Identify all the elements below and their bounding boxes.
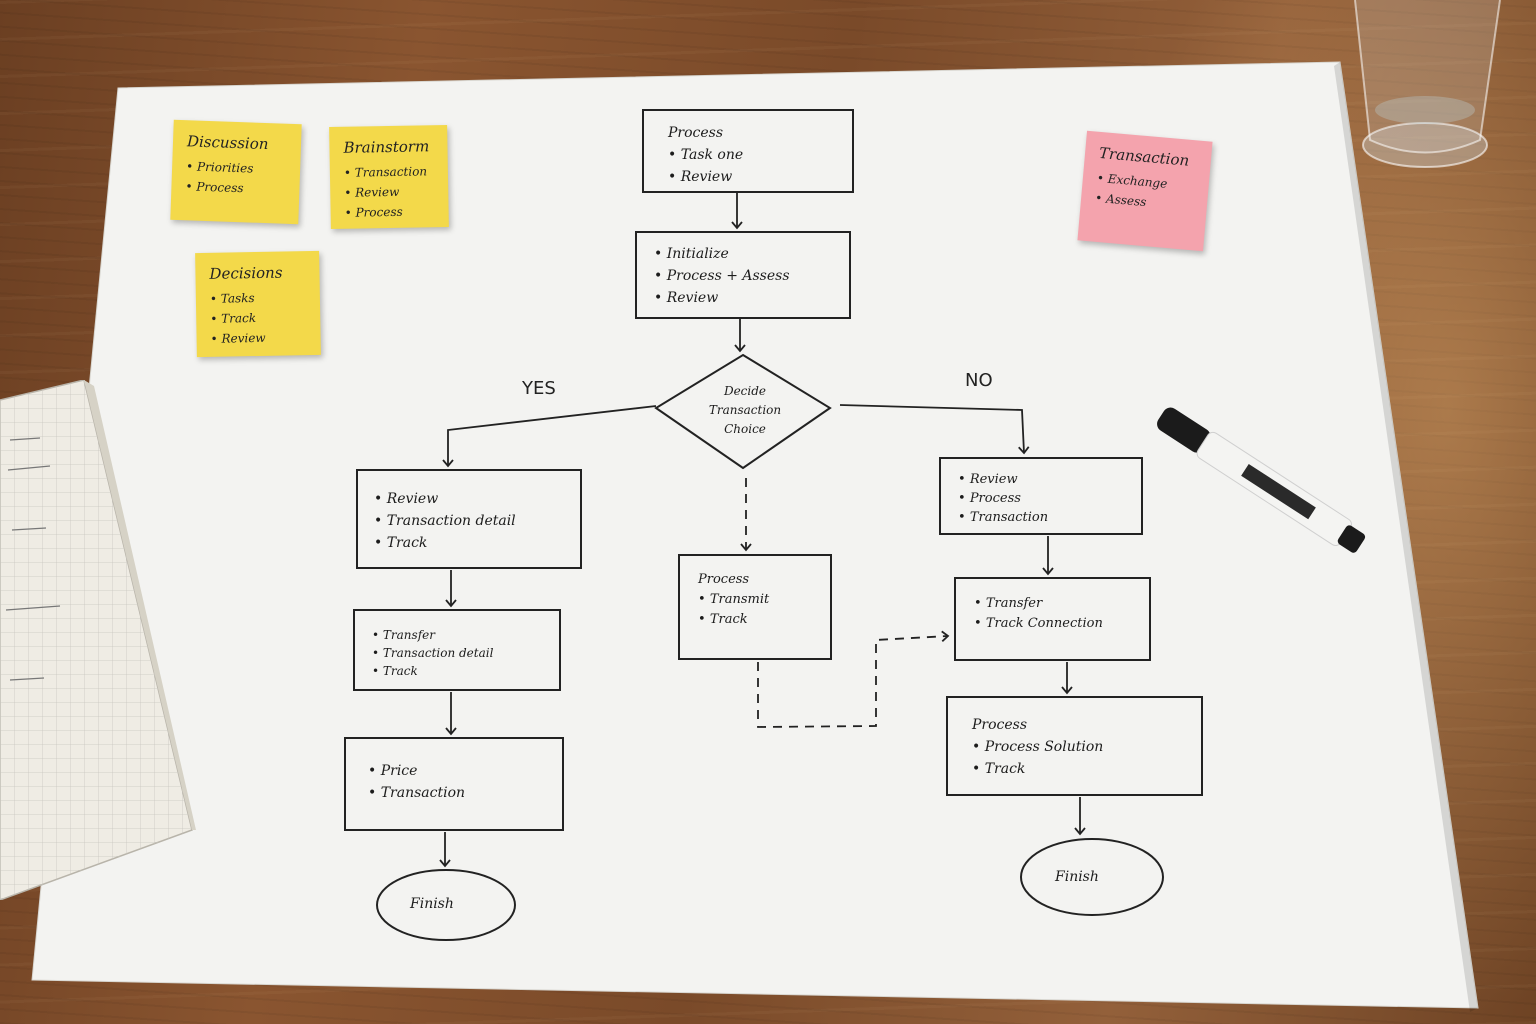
yes-box-1-item: Track — [374, 532, 516, 554]
no-box-1-text: Review Process Transaction — [958, 470, 1048, 527]
arrow-no-branch — [839, 404, 1030, 455]
sticky-note-yellow-1[interactable]: Discussion Priorities Process — [170, 119, 302, 225]
no-box-1-item: Transaction — [958, 508, 1048, 527]
no-box-3-item: Track — [972, 758, 1103, 780]
yes-box-2-title: Transfer — [372, 626, 493, 644]
no-end-oval — [1020, 838, 1164, 916]
no-box-3-title: Process — [972, 717, 1028, 733]
no-box-2 — [954, 577, 1151, 661]
sticky-item: Review — [344, 181, 434, 203]
decision-line: Choice — [724, 422, 766, 436]
grid-notebook[interactable] — [0, 380, 200, 900]
second-box — [635, 231, 851, 319]
top-box-title: Process — [668, 125, 724, 141]
sticky-note-yellow-3[interactable]: Decisions Tasks Track Review — [195, 250, 321, 358]
top-box-item: Review — [668, 166, 743, 188]
sticky-item: Track — [210, 307, 306, 329]
sticky-note-yellow-2[interactable]: Brainstorm Transaction Review Process — [329, 124, 449, 230]
yes-box-2-item: Transaction detail — [372, 644, 494, 662]
sticky-title: Brainstorm — [343, 137, 430, 157]
no-box-3 — [946, 696, 1203, 796]
water-glass[interactable] — [1340, 0, 1510, 175]
yes-box-1-item: Review — [374, 488, 516, 510]
sticky-title: Discussion — [186, 132, 269, 154]
yes-box-1-text: Review Transaction detail Track — [374, 488, 516, 554]
middle-box-item: Track — [698, 610, 769, 630]
middle-box-item: Transmit — [698, 590, 769, 610]
decision-diamond — [654, 353, 832, 470]
sticky-note-pink[interactable]: Transaction Exchange Assess — [1077, 130, 1213, 252]
yes-box-3-item: Price — [368, 760, 465, 782]
decision-line: Transaction — [708, 403, 782, 417]
yes-box-1 — [356, 469, 582, 569]
yes-box-3 — [344, 737, 564, 831]
no-box-2-text: Transfer Track Connection — [974, 594, 1103, 634]
middle-box — [678, 554, 832, 660]
no-box-1-item: Review — [958, 470, 1048, 489]
arrow-yes-branch — [442, 405, 657, 468]
no-label: NO — [965, 370, 993, 391]
yes-end-text: Finish — [410, 896, 454, 912]
no-box-3-item: Process Solution — [972, 736, 1104, 758]
sticky-item: Tasks — [210, 287, 306, 309]
no-box-3-text: Process Process Solution Track — [972, 714, 1103, 780]
yes-box-3-item: Transaction — [368, 782, 465, 804]
top-box — [642, 109, 854, 193]
paper-shadow — [1334, 62, 1478, 1012]
middle-box-text: Process Transmit Track — [698, 570, 769, 630]
yes-end-oval — [376, 869, 516, 941]
second-box-item: Review — [654, 287, 790, 309]
arrow-middle-to-no2 — [757, 630, 950, 728]
second-box-text: Initialize Process + Assess Review — [654, 243, 790, 309]
no-box-1 — [939, 457, 1143, 535]
top-box-text: Process Task one Review — [668, 122, 743, 188]
sticky-title: Decisions — [209, 263, 283, 283]
no-box-1-item: Process — [958, 489, 1048, 508]
sticky-item: Process — [185, 176, 286, 199]
sticky-item: Process — [344, 201, 434, 223]
yes-box-3-text: Price Transaction — [368, 760, 465, 804]
second-box-item: Process + Assess — [654, 265, 790, 287]
no-box-2-title: Transfer — [974, 594, 1103, 614]
decision-text: Decide Transaction Choice — [690, 382, 800, 439]
no-box-2-item: Track Connection — [974, 614, 1103, 634]
middle-box-title: Process — [698, 572, 750, 587]
sticky-item: Transaction — [344, 161, 434, 183]
yes-box-2-item: Track — [372, 662, 493, 680]
top-box-item: Task one — [668, 144, 743, 166]
no-end-text: Finish — [1055, 869, 1099, 885]
decision-line: Decide — [723, 384, 767, 398]
sticky-item: Review — [210, 327, 306, 349]
yes-box-2 — [353, 609, 561, 691]
yes-label: YES — [522, 378, 556, 399]
marker-pen[interactable] — [1150, 400, 1410, 590]
yes-box-1-item: Transaction detail — [374, 510, 516, 532]
yes-box-2-text: Transfer Transaction detail Track — [372, 626, 494, 680]
second-box-title: Initialize — [654, 243, 790, 265]
sticky-title: Transaction — [1098, 143, 1190, 170]
